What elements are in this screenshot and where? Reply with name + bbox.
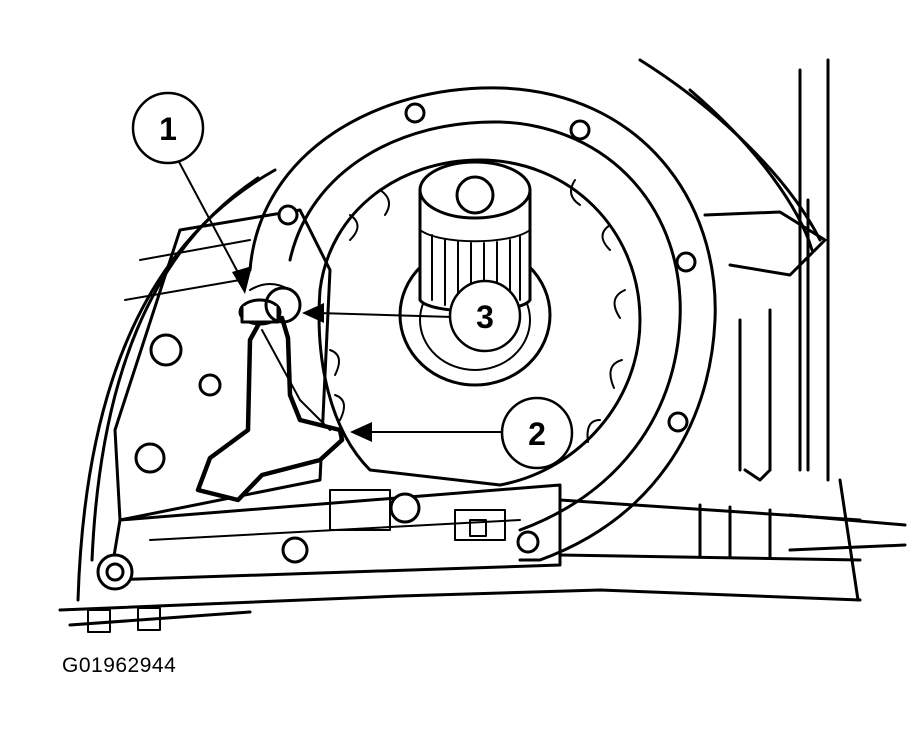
manual-lever — [195, 283, 345, 503]
valve-body — [96, 208, 562, 591]
callout-1: 1 — [131, 91, 205, 165]
figure-id: G01962944 — [62, 654, 177, 677]
pump-cover — [248, 86, 717, 562]
input-shaft — [398, 160, 552, 387]
callout-2-label: 2 — [528, 416, 546, 452]
right-bracket — [558, 210, 907, 562]
arrowhead-1 — [232, 266, 252, 294]
callout-2: 2 — [500, 396, 574, 470]
bottom-rail — [58, 588, 862, 633]
callout-3-label: 3 — [476, 299, 494, 335]
leader-lines — [177, 159, 506, 442]
outer-housing — [76, 58, 860, 602]
callout-3: 3 — [448, 279, 522, 353]
gear-ring — [317, 158, 642, 487]
callout-1-label: 1 — [159, 111, 177, 147]
arrowhead-2 — [350, 422, 372, 442]
arrowhead-3 — [302, 303, 324, 323]
